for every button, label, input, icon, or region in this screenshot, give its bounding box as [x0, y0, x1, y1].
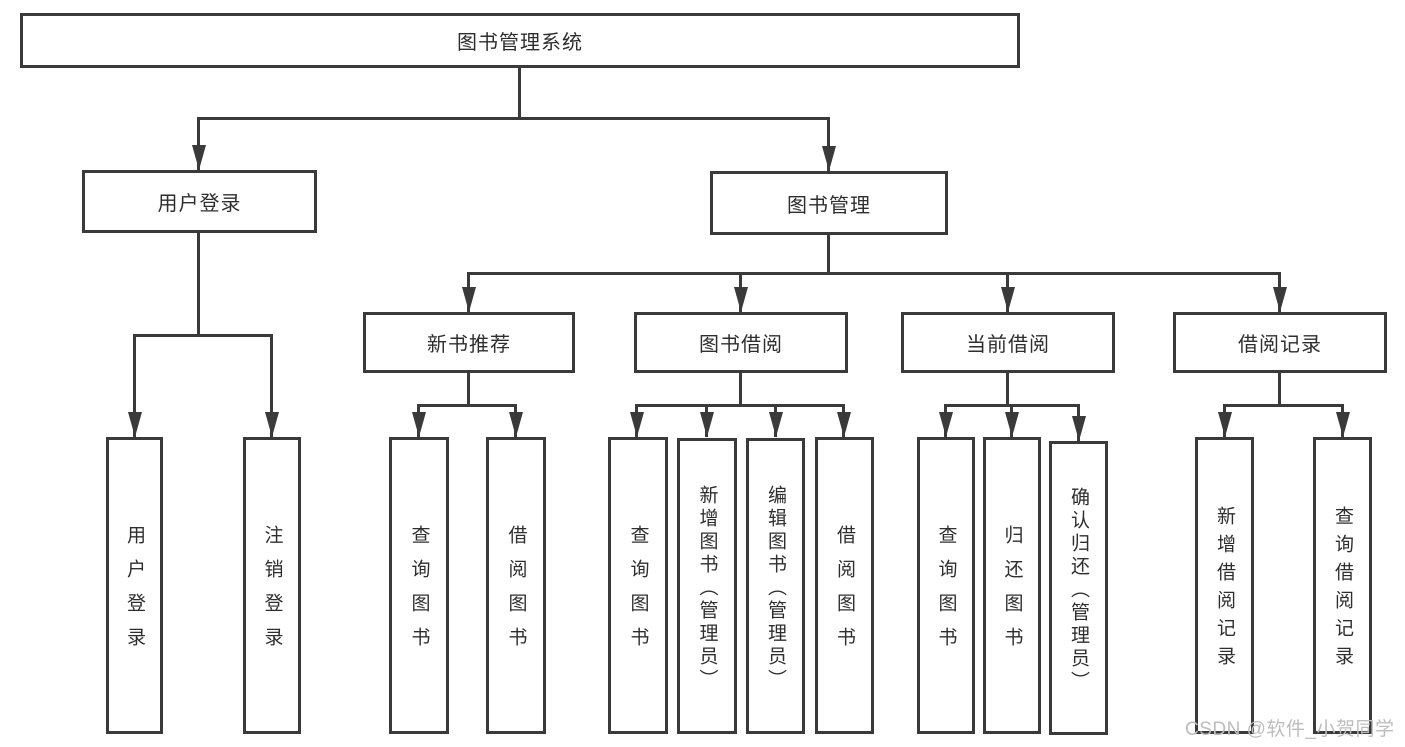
- connector-line: [417, 404, 517, 407]
- leaf-br-add-record: 新增借阅记录: [1195, 437, 1254, 734]
- leaf-bb-edit-books-admin: 编辑图书（管理员）: [746, 438, 805, 734]
- node-new-book-recommend: 新书推荐: [363, 312, 575, 373]
- leaf-user-login: 用户登录: [106, 437, 163, 734]
- watermark-csdn: CSDN @软件_小贺同学: [1185, 719, 1395, 740]
- connector-arrow: [944, 404, 947, 437]
- connector-arrow: [270, 334, 273, 437]
- connector-line: [467, 272, 1280, 275]
- connector-line: [827, 235, 830, 273]
- leaf-cb-query-books: 查询图书: [917, 437, 975, 734]
- connector-line: [739, 373, 742, 405]
- leaf-cb-confirm-return-admin: 确认归还（管理员）: [1049, 441, 1108, 735]
- connector-line: [1278, 373, 1281, 405]
- connector-arrow: [774, 404, 777, 437]
- connector-arrow: [133, 334, 136, 437]
- connector-arrow: [1341, 404, 1344, 437]
- node-user-login: 用户登录: [82, 170, 317, 233]
- leaf-bb-query-books: 查询图书: [608, 437, 668, 734]
- connector-line: [197, 117, 830, 120]
- connector-arrow: [635, 404, 638, 437]
- node-book-management: 图书管理: [710, 171, 948, 235]
- leaf-nb-query-books: 查询图书: [389, 437, 449, 734]
- connector-arrow: [514, 404, 517, 437]
- connector-line: [133, 334, 273, 337]
- connector-arrow: [197, 117, 200, 170]
- connector-arrow: [739, 272, 742, 312]
- connector-arrow: [842, 404, 845, 437]
- connector-arrow: [1077, 404, 1080, 441]
- leaf-nb-borrow-books: 借阅图书: [486, 437, 546, 734]
- leaf-br-query-record: 查询借阅记录: [1313, 437, 1372, 734]
- node-book-borrowing: 图书借阅: [634, 312, 848, 373]
- connector-line: [197, 233, 200, 335]
- connector-line: [635, 404, 844, 407]
- connector-arrow: [1223, 404, 1226, 437]
- node-borrowing-records: 借阅记录: [1173, 312, 1387, 373]
- node-current-borrowing: 当前借阅: [901, 312, 1115, 373]
- leaf-logout: 注销登录: [243, 437, 301, 734]
- connector-arrow: [417, 404, 420, 437]
- connector-line: [467, 373, 470, 405]
- node-library-system: 图书管理系统: [20, 13, 1020, 68]
- connector-arrow: [1010, 404, 1013, 437]
- connector-arrow: [1278, 272, 1281, 312]
- leaf-bb-add-books-admin: 新增图书（管理员）: [677, 438, 737, 734]
- connector-arrow: [827, 117, 830, 171]
- connector-arrow: [1006, 272, 1009, 312]
- leaf-cb-return-books: 归还图书: [983, 437, 1041, 734]
- connector-line: [518, 68, 521, 118]
- leaf-bb-borrow-books: 借阅图书: [815, 437, 874, 734]
- connector-arrow: [705, 404, 708, 437]
- connector-line: [1006, 373, 1009, 405]
- connector-line: [1223, 404, 1343, 407]
- connector-arrow: [467, 272, 470, 312]
